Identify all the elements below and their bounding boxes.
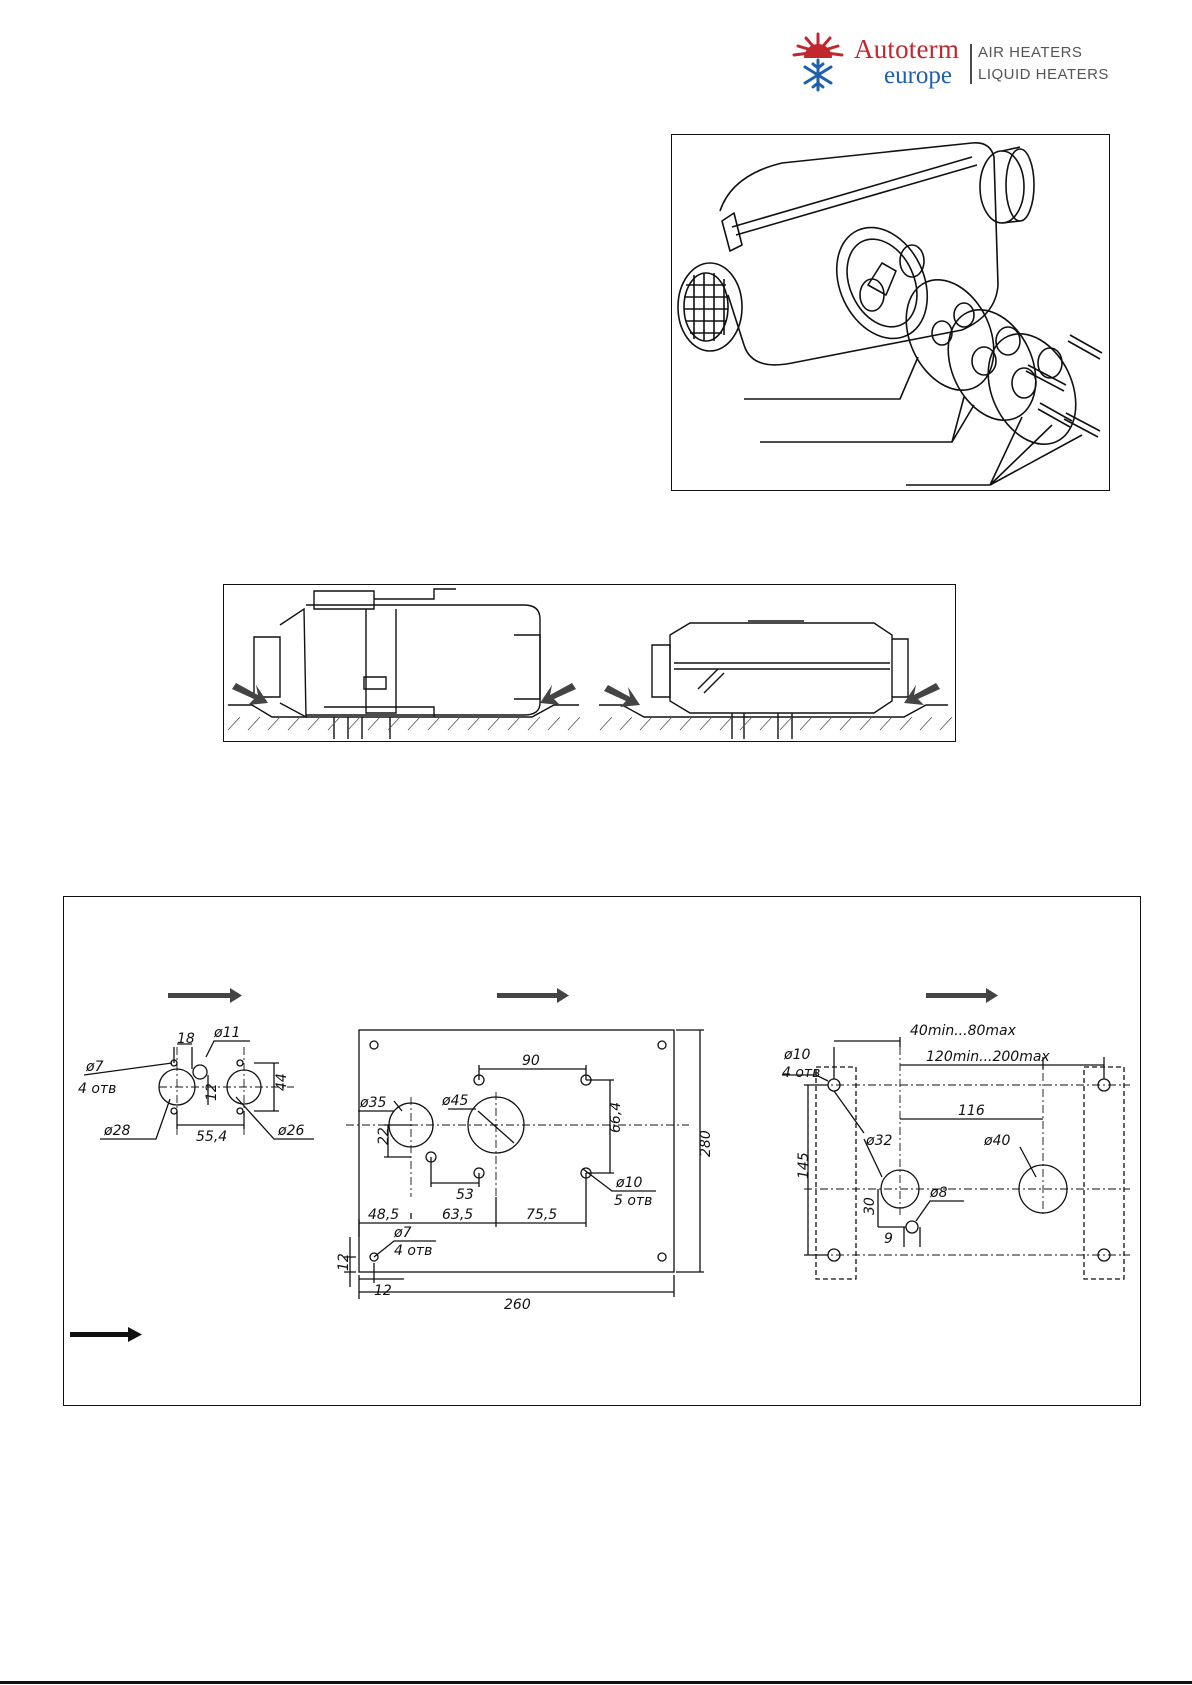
dim-center-48-5: 48,5 bbox=[368, 1207, 399, 1223]
dim-right-d40: ø40 bbox=[983, 1133, 1010, 1149]
dim-left-4holes: 4 отв bbox=[78, 1081, 116, 1097]
dim-center-12-horizontal: 12 bbox=[374, 1283, 392, 1299]
mounting-templates-figure: 18 ø11 ø7 4 отв 12 44 ø28 55,4 ø26 bbox=[63, 896, 1141, 1406]
dim-left-44: 44 bbox=[274, 1073, 290, 1091]
dim-left-d11: ø11 bbox=[213, 1025, 240, 1041]
dim-right-d10: ø10 bbox=[783, 1047, 810, 1063]
dim-center-260: 260 bbox=[504, 1297, 531, 1313]
direction-arrow-icon bbox=[168, 988, 242, 1003]
mounting-orientation-figure bbox=[223, 584, 956, 742]
logo-line-liquid: LIQUID HEATERS bbox=[978, 66, 1109, 83]
airflow-arrow-icon bbox=[232, 683, 268, 705]
dim-right-d8: ø8 bbox=[929, 1185, 948, 1201]
legend-arrow-icon bbox=[70, 1327, 142, 1342]
logo-divider bbox=[970, 44, 972, 84]
dim-center-d7: ø7 bbox=[393, 1225, 412, 1241]
dim-left-d26: ø26 bbox=[277, 1123, 304, 1139]
dim-center-d10: ø10 bbox=[615, 1175, 642, 1191]
airflow-arrow-icon bbox=[904, 683, 940, 705]
dim-center-22: 22 bbox=[376, 1127, 392, 1145]
direction-arrow-icon bbox=[497, 988, 569, 1003]
dim-center-75-5: 75,5 bbox=[526, 1207, 557, 1223]
dim-right-30: 30 bbox=[862, 1197, 878, 1215]
mounting-drawing bbox=[224, 585, 955, 741]
dim-center-63-5: 63,5 bbox=[442, 1207, 473, 1223]
dim-right-116: 116 bbox=[958, 1103, 985, 1119]
dim-center-66-4: 66,4 bbox=[608, 1102, 624, 1133]
dim-left-d7: ø7 bbox=[85, 1059, 104, 1075]
dim-right-40-80: 40min...80max bbox=[910, 1023, 1017, 1039]
dim-left-d28: ø28 bbox=[103, 1123, 130, 1139]
dim-center-d45: ø45 bbox=[441, 1093, 468, 1109]
logo-line-air: AIR HEATERS bbox=[978, 44, 1082, 61]
airflow-arrow-icon bbox=[604, 685, 640, 707]
dim-center-280: 280 bbox=[698, 1130, 714, 1157]
airflow-arrow-icon bbox=[540, 683, 576, 705]
heater-exploded-drawing bbox=[672, 135, 1109, 490]
dim-right-4holes: 4 отв bbox=[782, 1065, 820, 1081]
dim-center-90: 90 bbox=[522, 1053, 540, 1069]
dim-center-d35: ø35 bbox=[359, 1095, 386, 1111]
page-bottom-rule bbox=[0, 1681, 1192, 1684]
dim-center-12-vertical: 12 bbox=[336, 1253, 352, 1271]
hole-templates-drawing: 18 ø11 ø7 4 отв 12 44 ø28 55,4 ø26 bbox=[64, 897, 1140, 1405]
dim-center-53: 53 bbox=[456, 1187, 474, 1203]
dim-center-5holes: 5 отв bbox=[614, 1193, 652, 1209]
brand-logo: Autoterm europe AIR HEATERS LIQUID HEATE… bbox=[786, 30, 1116, 92]
logo-brand-text: Autoterm bbox=[854, 34, 959, 65]
dim-left-12: 12 bbox=[204, 1083, 220, 1101]
dim-right-d32: ø32 bbox=[865, 1133, 892, 1149]
dim-right-120-200: 120min...200max bbox=[926, 1049, 1050, 1065]
dim-right-145: 145 bbox=[796, 1152, 812, 1179]
dim-left-18: 18 bbox=[177, 1031, 195, 1047]
direction-arrow-icon bbox=[926, 988, 998, 1003]
dim-right-9: 9 bbox=[884, 1231, 893, 1247]
sun-snowflake-icon bbox=[786, 30, 850, 92]
exploded-view-figure bbox=[671, 134, 1110, 491]
dim-left-55-4: 55,4 bbox=[196, 1129, 227, 1145]
logo-sub-text: europe bbox=[884, 62, 952, 90]
dim-center-4holes: 4 отв bbox=[394, 1243, 432, 1259]
